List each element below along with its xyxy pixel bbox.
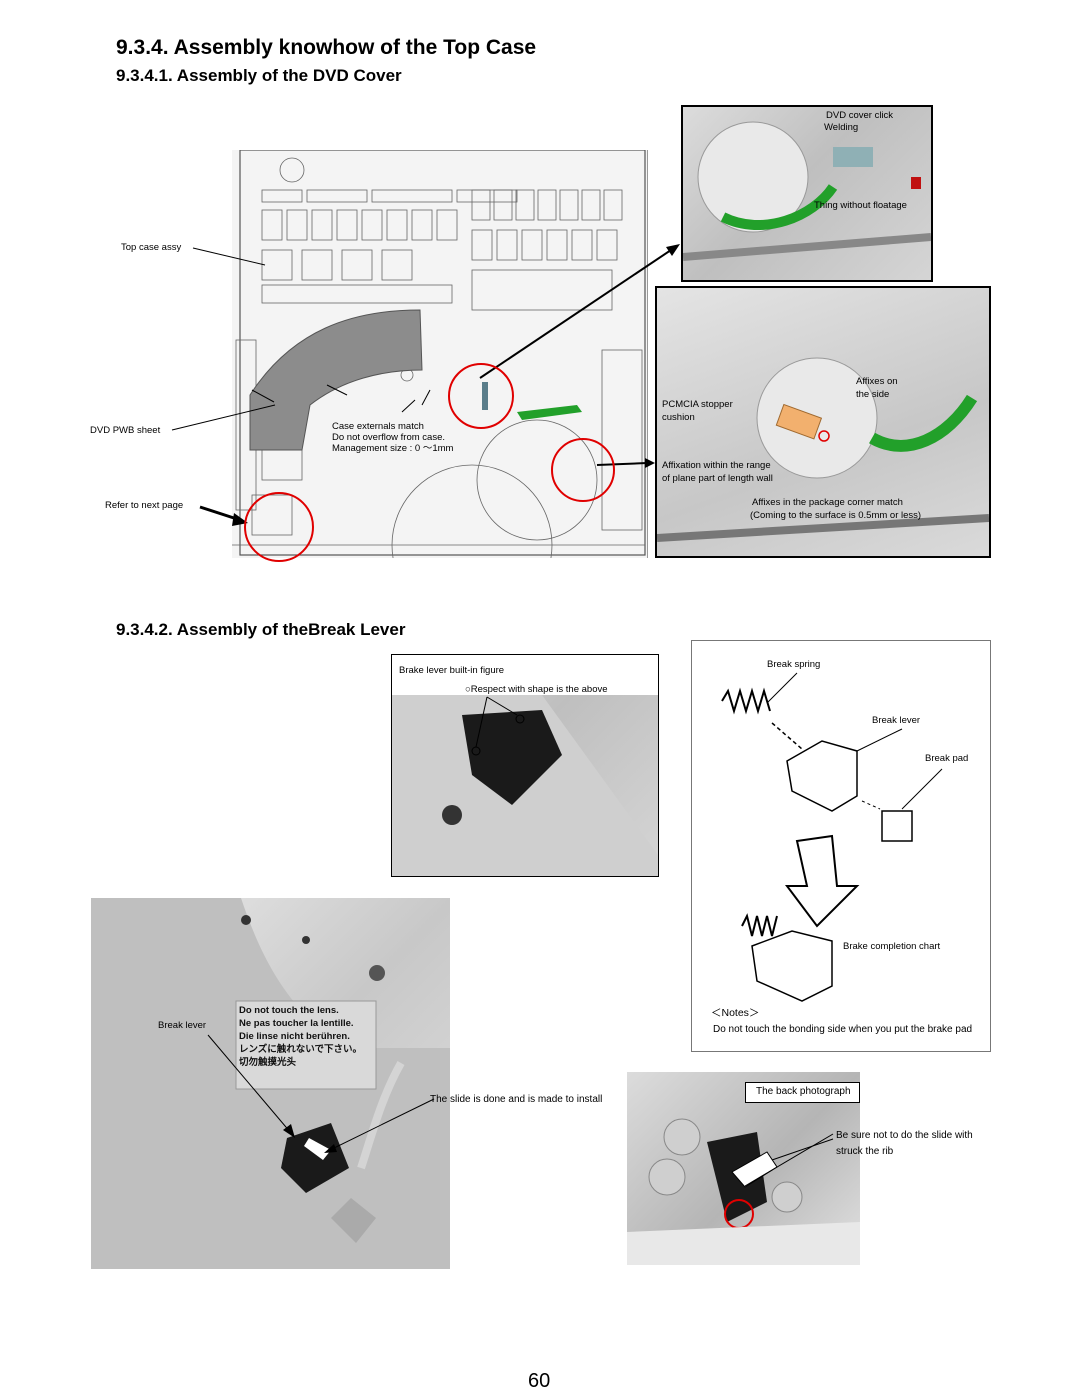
brake-assembly-linework [721,672,943,1002]
section-title-break-lever: 9.3.4.2. Assembly of theBreak Lever [116,620,406,639]
label-break-lever-diagram: Break lever [872,715,921,726]
label-refer-next-page: Refer to next page [105,500,184,511]
dvd-cover-click-render [683,121,931,261]
top-case-linework [232,150,646,558]
label-respect-shape: ○Respect with shape is the above [465,684,608,695]
label-be-sure: Be sure not to do the slide with struck … [836,1130,973,1157]
lens-warning-line-4: レンズに触れないで下さい。 [239,1044,363,1055]
label-the-side: the side [856,389,890,400]
label-top-case-assy: Top case assy [121,242,182,253]
section-title-dvd-cover: 9.3.4.1. Assembly of the DVD Cover [116,66,402,85]
pcmcia-stopper-render [657,357,989,542]
brake-lever-builtin-photo: Brake lever built-in figure ○Respect wit… [391,654,659,877]
lens-warning-line-1: Do not touch the lens. [239,1005,339,1016]
label-brake-lever-builtin: Brake lever built-in figure [399,665,505,676]
label-management-size: Management size : 0 ～1mm [332,443,454,454]
break-lever-install-render [91,898,450,1269]
dvd-cover-click-photo: DVD cover click Welding Thing without fl… [681,105,933,282]
label-brake-completion: Brake completion chart [843,941,941,952]
notes-header: ＜Notes＞ [711,1007,760,1019]
label-break-spring: Break spring [767,659,821,670]
label-thing-without-floatage: Thing without floatage [814,200,907,211]
label-slide-done: The slide is done and is made to install [430,1094,603,1105]
label-cushion: cushion [662,412,695,423]
brake-assembly-diagram: Break spring Break lever Break pad Brake… [691,640,991,1052]
label-back-photograph: The back photograph [745,1082,860,1103]
brake-lever-builtin-render [392,695,658,876]
pcmcia-stopper-photo: Affixes on the side PCMCIA stopper cushi… [655,286,991,558]
label-pcmcia-stopper: PCMCIA stopper [662,399,733,410]
top-case-drawing [232,150,648,558]
label-affixes-corner: Affixes in the package corner match [752,497,903,508]
lens-warning-line-5: 切勿触摸光头 [239,1057,297,1068]
break-lever-install-photo: Do not touch the lens. Ne pas toucher la… [91,898,450,1269]
label-coming-surface: (Coming to the surface is 0.5mm or less) [750,510,922,521]
label-affixation-range: Affixation within the range [662,460,771,471]
lens-warning-line-3: Die linse nicht berühren. [239,1031,350,1042]
notes-text: Do not touch the bonding side when you p… [713,1024,973,1035]
label-affixes-on: Affixes on [856,376,898,387]
page-heading: 9.3.4. Assembly knowhow of the Top Case [116,36,537,59]
label-welding: Welding [824,122,859,133]
label-dvd-pwb-sheet: DVD PWB sheet [90,425,161,436]
label-break-pad: Break pad [925,753,969,764]
label-break-lever-photo: Break lever [158,1020,207,1031]
label-case-externals: Case externals match [332,421,424,432]
lens-warning-line-2: Ne pas toucher la lentille. [239,1018,354,1029]
label-no-overflow: Do not overflow from case. [332,432,445,443]
page-number: 60 [528,1370,551,1392]
lens-warning-text: Do not touch the lens. Ne pas toucher la… [239,1004,362,1069]
label-plane-part: of plane part of length wall [662,473,773,484]
back-photograph-render [627,1118,860,1265]
label-dvd-cover-click: DVD cover click [826,110,894,121]
case-externals-note: Case externals match Do not overflow fro… [332,421,454,454]
